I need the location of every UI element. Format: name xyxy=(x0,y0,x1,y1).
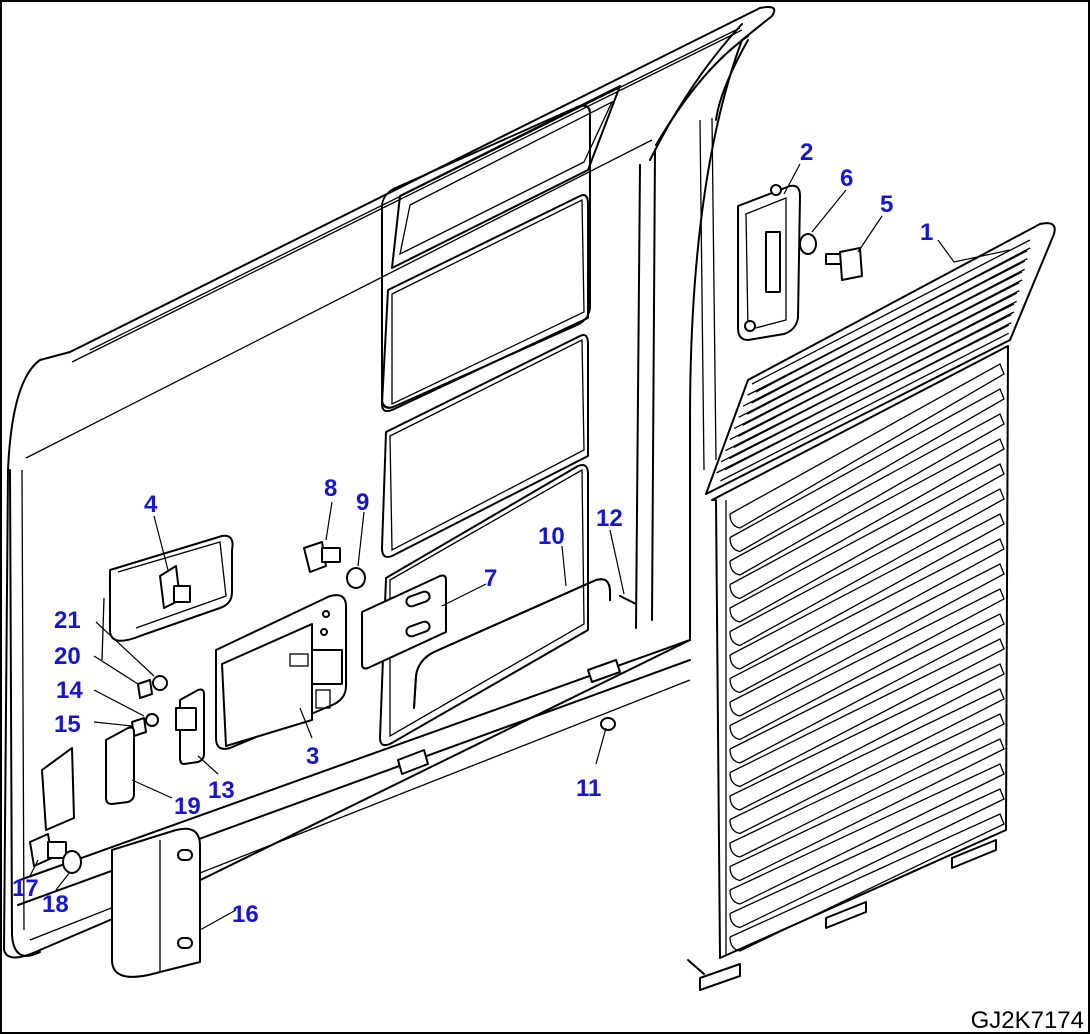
callout-10: 10 xyxy=(538,523,565,550)
bracket-part-16 xyxy=(111,827,201,978)
screw-part-20 xyxy=(137,679,153,699)
louver-slat xyxy=(729,563,1005,717)
callout-3: 3 xyxy=(306,743,319,770)
louver-slat xyxy=(729,413,1005,576)
callout-17: 17 xyxy=(12,875,39,902)
louver-slat xyxy=(729,813,1005,952)
bolt-part-5 xyxy=(825,247,863,281)
callout-1: 1 xyxy=(920,219,933,246)
callout-6: 6 xyxy=(840,165,853,192)
callout-14: 14 xyxy=(56,677,83,704)
callout-20: 20 xyxy=(54,643,81,670)
louver-slat xyxy=(729,638,1005,788)
bolt-part-8 xyxy=(303,541,341,573)
washer-part-14 xyxy=(145,713,159,727)
lock-part-3 xyxy=(215,594,347,750)
leader-lines xyxy=(29,163,1011,931)
callout-13: 13 xyxy=(208,777,235,804)
callout-19: 19 xyxy=(174,793,201,820)
louver-grille xyxy=(687,222,1056,991)
callout-12: 12 xyxy=(596,505,623,532)
washer-part-11 xyxy=(600,717,616,731)
bracket-part-13 xyxy=(175,688,205,765)
louver-slat xyxy=(729,688,1005,835)
louver-slat xyxy=(729,363,1005,529)
callout-18: 18 xyxy=(42,891,69,918)
louver-slat xyxy=(729,488,1005,647)
louver-slat xyxy=(729,613,1005,764)
louver-slat xyxy=(729,713,1005,858)
callout-11: 11 xyxy=(576,775,601,802)
callout-4: 4 xyxy=(144,491,158,518)
louver-slat xyxy=(729,513,1005,670)
callout-5: 5 xyxy=(880,191,893,218)
callout-2: 2 xyxy=(800,139,813,166)
louver-slat xyxy=(729,463,1005,623)
callout-8: 8 xyxy=(324,475,337,502)
callout-16: 16 xyxy=(232,901,259,928)
latch-part-4 xyxy=(159,565,191,609)
louver-slat xyxy=(716,324,1009,482)
louver-slat xyxy=(729,763,1005,905)
louver-slat xyxy=(729,538,1005,694)
door-panel xyxy=(3,6,776,959)
callout-9: 9 xyxy=(356,489,369,516)
louver-slat xyxy=(729,663,1005,811)
louver-slat xyxy=(729,438,1005,600)
drawing-code: GJ2K7174 xyxy=(971,1007,1084,1034)
callout-15: 15 xyxy=(54,711,81,738)
louver-slat xyxy=(729,738,1005,882)
louver-slat xyxy=(729,588,1005,741)
callout-7: 7 xyxy=(484,565,497,592)
louver-slat xyxy=(729,788,1005,929)
bolt-part-17 xyxy=(29,833,67,867)
washer-part-18 xyxy=(62,850,82,874)
pin-part-12 xyxy=(619,595,637,605)
hinge-part-2 xyxy=(737,184,801,341)
strip-part-19 xyxy=(105,726,135,805)
washer-part-9 xyxy=(346,567,366,589)
washer-part-6 xyxy=(799,233,817,255)
plate-part-7 xyxy=(361,574,447,670)
washer-part-21 xyxy=(152,675,168,691)
callout-21: 21 xyxy=(54,607,81,634)
louver-slat xyxy=(729,388,1005,553)
